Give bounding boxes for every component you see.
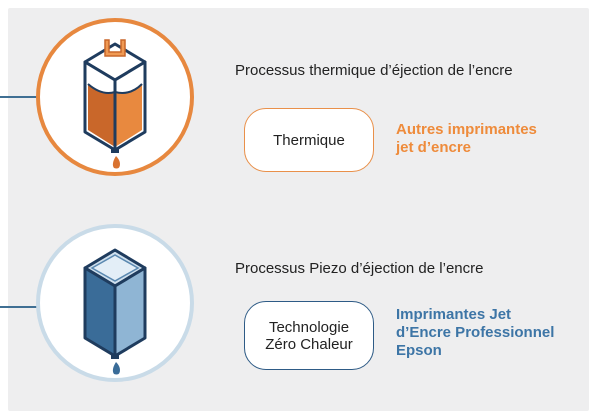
piezo-result-line-3: Epson	[396, 342, 442, 359]
piezo-ink-cartridge-icon	[83, 248, 147, 375]
thermal-cartridge-circle	[36, 18, 194, 176]
thermal-result-line-2: jet d’encre	[396, 139, 472, 156]
piezo-process-heading: Processus Piezo d’éjection de l’encre	[235, 260, 484, 277]
thermal-result-label: Autres imprimantes jet d’encre	[396, 121, 537, 157]
thermal-process-heading: Processus thermique d’éjection de l’encr…	[235, 62, 513, 79]
piezo-pill-line-2: Zéro Chaleur	[265, 335, 353, 353]
thermal-ink-cartridge-icon	[83, 39, 147, 169]
piezo-result-label: Imprimantes Jet d’Encre Professionnel Ep…	[396, 306, 554, 360]
piezo-pill-line-1: Technologie	[268, 318, 350, 336]
piezo-cartridge-circle	[36, 224, 194, 382]
thermal-technology-pill: Thermique	[244, 108, 374, 172]
thermal-connector-line	[0, 96, 38, 98]
piezo-connector-line	[0, 306, 38, 308]
piezo-technology-pill: Technologie Zéro Chaleur	[244, 301, 374, 370]
thermal-pill-label: Thermique	[273, 131, 345, 149]
piezo-result-line-2: d’Encre Professionnel	[396, 324, 555, 341]
thermal-result-line-1: Autres imprimantes	[396, 121, 537, 138]
piezo-result-line-1: Imprimantes Jet	[396, 306, 512, 323]
